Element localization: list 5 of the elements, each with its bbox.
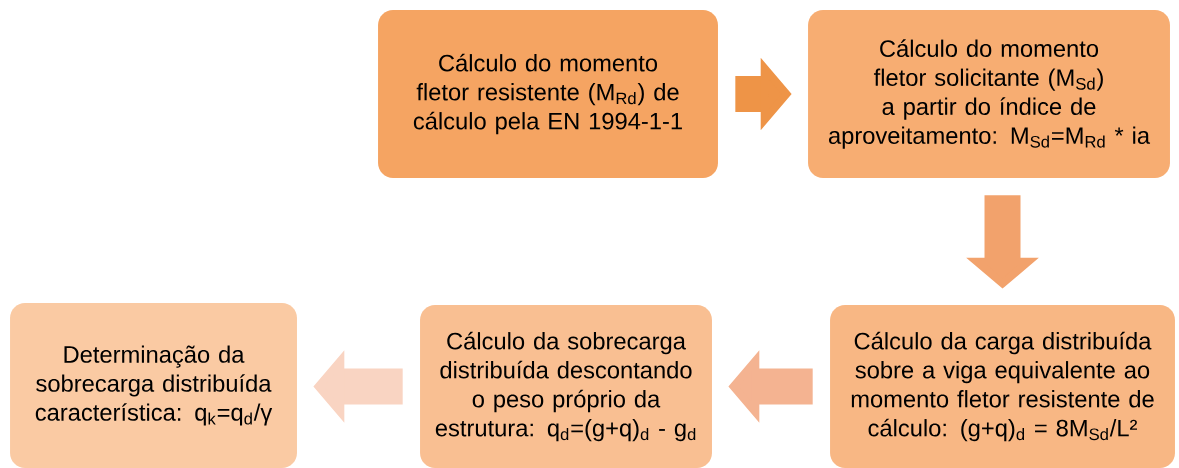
process-box: Determinação da sobrecarga distribuída característica: q$_{k}$=q$_{d}$/γ (10, 303, 297, 468)
process-box: Cálculo da carga distribuída sobre a viga equivalente ao momento fletor resistente de cálculo: (g+q)$_{d}$ = 8M$_{Sd}$/L² (830, 305, 1175, 468)
process-box: Cálculo do momento fletor solicitante (M$_{Sd}$) a partir do índice de aproveitamento: M$_{Sd}$=M$_{Rd}$ * ia (808, 10, 1170, 178)
process-box: Cálculo do momento fletor resistente (M$_{Rd}$) de cálculo pela EN 1994-1-1 (378, 10, 718, 178)
process-box: Cálculo da sobrecarga distribuída descontando o peso próprio da estrutura: q$_{d}$=(g+q)$_{d}$ - g$_{d}$ (420, 305, 712, 468)
